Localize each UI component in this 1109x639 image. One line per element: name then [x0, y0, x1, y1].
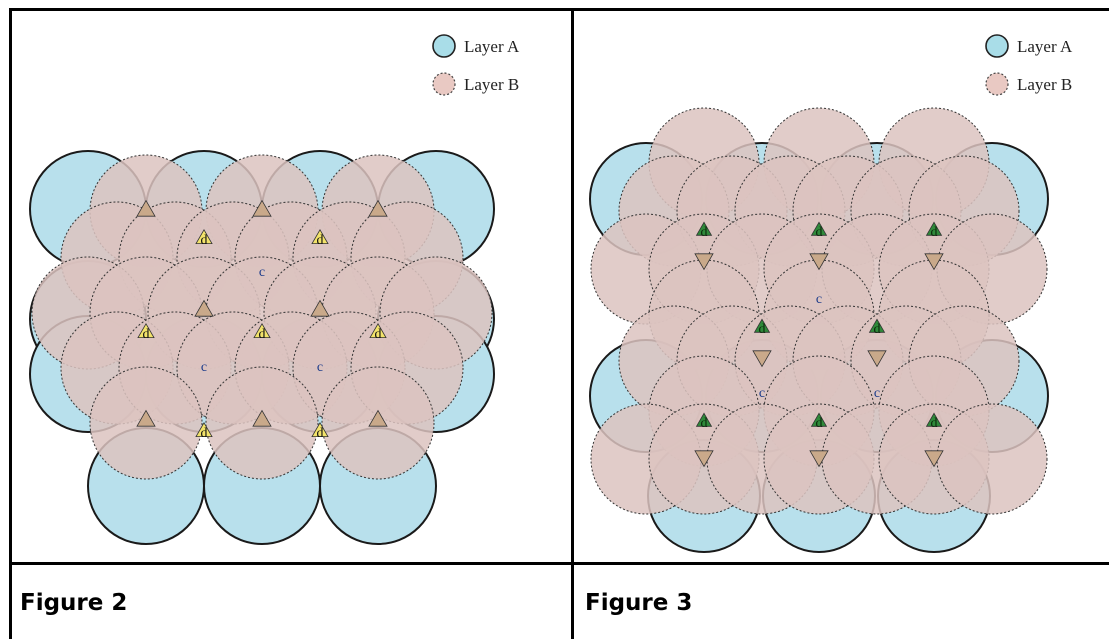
site-label-c: c: [259, 265, 265, 280]
octahedral-site-marker: [753, 318, 771, 333]
octahedral-site-marker: [695, 412, 713, 427]
table-border-middle: [571, 8, 574, 639]
tetrahedral-site-marker: [137, 322, 155, 339]
legend-layer-b-label: Layer B: [464, 75, 519, 94]
octahedral-site-marker: [695, 221, 713, 236]
tetrahedral-site-marker: [195, 421, 213, 438]
b-hollow-marker: [924, 450, 944, 468]
b-hollow-marker: [867, 350, 887, 368]
figure-2-caption: Figure 2: [20, 590, 128, 616]
b-hollow-marker: [310, 299, 330, 317]
site-label-d: d: [816, 416, 823, 431]
site-label-d: d: [874, 322, 881, 337]
octahedral-site-marker: [868, 318, 886, 333]
table-border-separator: [9, 562, 1109, 565]
tetrahedral-site-marker: [195, 228, 213, 245]
tetrahedral-site-marker: [369, 322, 387, 339]
legend-layer-a-label: Layer A: [464, 37, 520, 56]
b-hollow-marker: [252, 199, 272, 217]
b-hollow-marker: [809, 253, 829, 271]
site-label-d: d: [317, 233, 324, 248]
site-label-d: d: [931, 225, 938, 240]
legend-layer-a-label: Layer A: [1017, 37, 1073, 56]
octahedral-site-marker: [810, 412, 828, 427]
figure-3-caption: Figure 3: [585, 590, 693, 616]
tetrahedral-site-marker: [311, 228, 329, 245]
tetrahedral-site-marker: [311, 421, 329, 438]
site-label-d: d: [259, 327, 266, 342]
b-hollow-marker: [368, 199, 388, 217]
b-hollow-marker: [136, 409, 156, 427]
table-border-left: [9, 8, 12, 639]
b-hollow-marker: [136, 199, 156, 217]
figure-2-diagram: d d d d d d d c c c Layer A Layer B: [29, 34, 520, 545]
site-label-d: d: [375, 327, 382, 342]
site-label-d: d: [759, 322, 766, 337]
legend-layer-b-swatch: [432, 72, 456, 96]
site-label-d: d: [701, 225, 708, 240]
site-label-c: c: [759, 386, 765, 401]
site-label-c: c: [317, 360, 323, 375]
legend-layer-b-label: Layer B: [1017, 75, 1072, 94]
layer-b-sphere: [936, 403, 1048, 515]
b-hollow-marker: [924, 253, 944, 271]
octahedral-site-marker: [925, 221, 943, 236]
legend-layer-a-swatch: [432, 34, 456, 58]
site-label-d: d: [816, 225, 823, 240]
legend-layer-a-swatch: [985, 34, 1009, 58]
site-label-d: d: [701, 416, 708, 431]
site-label-d: d: [931, 416, 938, 431]
b-hollow-marker: [368, 409, 388, 427]
b-hollow-marker: [752, 350, 772, 368]
b-hollow-marker: [252, 409, 272, 427]
table-border-top: [9, 8, 1109, 11]
site-label-c: c: [816, 292, 822, 307]
octahedral-site-marker: [925, 412, 943, 427]
site-label-c: c: [874, 386, 880, 401]
figure-3-diagram: d d d d d d d d c c c Layer A Layer B: [589, 34, 1073, 553]
site-label-d: d: [201, 233, 208, 248]
site-label-d: d: [143, 327, 150, 342]
site-label-d: d: [317, 426, 324, 441]
b-hollow-marker: [194, 299, 214, 317]
b-hollow-marker: [694, 450, 714, 468]
b-hollow-marker: [809, 450, 829, 468]
site-label-c: c: [201, 360, 207, 375]
tetrahedral-site-marker: [253, 322, 271, 339]
site-label-d: d: [201, 426, 208, 441]
b-hollow-marker: [694, 253, 714, 271]
octahedral-site-marker: [810, 221, 828, 236]
legend-layer-b-swatch: [985, 72, 1009, 96]
